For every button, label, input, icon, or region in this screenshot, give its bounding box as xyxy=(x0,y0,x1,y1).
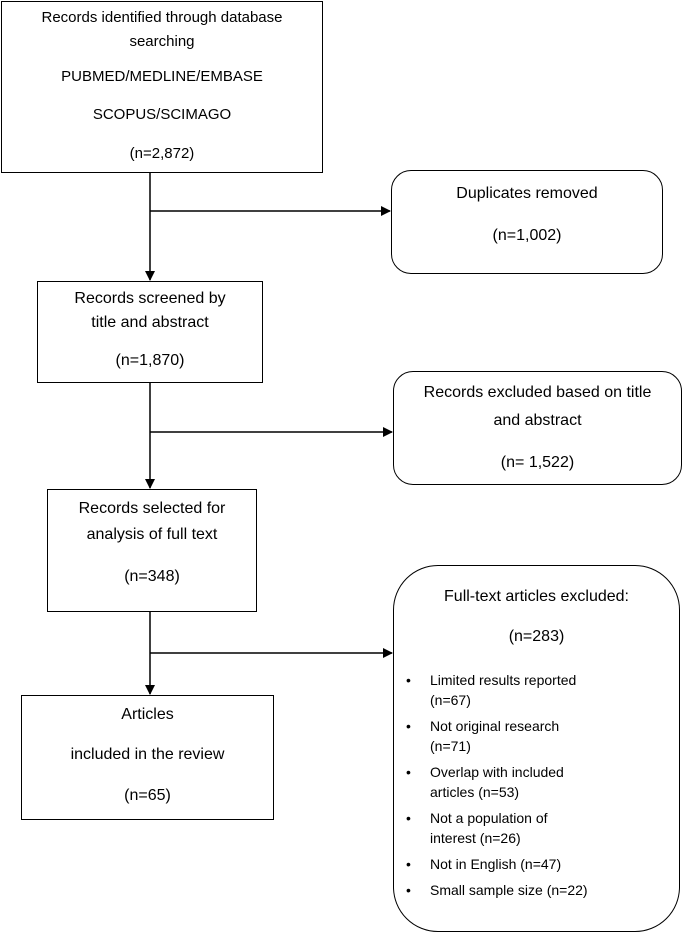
screened-count: (n=1,870) xyxy=(115,352,185,369)
fulltext-excluded-box: Full-text articles excluded: (n=283) •Li… xyxy=(393,565,680,932)
fulltext-box: Records selected for analysis of full te… xyxy=(47,489,257,612)
identification-line2: searching xyxy=(129,33,195,50)
exclusion-reason: •Limited results reported(n=67) xyxy=(406,672,577,708)
identification-box: Records identified through database sear… xyxy=(1,1,323,173)
duplicates-box: Duplicates removed (n=1,002) xyxy=(391,170,663,274)
duplicates-count: (n=1,002) xyxy=(492,227,562,244)
fulltext-excluded-title: Full-text articles excluded: xyxy=(444,588,629,605)
exclusion-reasons-list: •Limited results reported(n=67) •Not ori… xyxy=(406,670,670,906)
included-line1: Articles xyxy=(121,706,174,723)
excluded-title-count: (n= 1,522) xyxy=(500,454,575,471)
excluded-title-box: Records excluded based on title and abst… xyxy=(393,371,682,485)
fulltext-line2: analysis of full text xyxy=(86,526,218,543)
bullet-icon: • xyxy=(406,718,411,734)
included-line2: included in the review xyxy=(70,746,225,763)
identification-databases-1: PUBMED/MEDLINE/EMBASE xyxy=(61,68,263,85)
included-box: Articles included in the review (n=65) xyxy=(21,695,274,820)
fulltext-count: (n=348) xyxy=(124,568,180,585)
bullet-icon: • xyxy=(406,856,411,872)
screened-box: Records screened by title and abstract (… xyxy=(37,281,263,383)
excluded-title-line2: and abstract xyxy=(493,412,582,429)
exclusion-reason: •Not in English (n=47) xyxy=(406,856,562,872)
fulltext-excluded-count: (n=283) xyxy=(508,628,565,645)
bullet-icon: • xyxy=(406,764,411,780)
identification-databases-2: SCOPUS/SCIMAGO xyxy=(92,106,232,123)
duplicates-label: Duplicates removed xyxy=(456,185,598,202)
bullet-icon: • xyxy=(406,882,411,898)
exclusion-reason: •Small sample size (n=22) xyxy=(406,882,588,898)
bullet-icon: • xyxy=(406,810,411,826)
screened-line1: Records screened by xyxy=(74,290,226,307)
bullet-icon: • xyxy=(406,672,411,688)
fulltext-line1: Records selected for xyxy=(78,500,226,517)
exclusion-reason: •Not original research(n=71) xyxy=(406,718,560,754)
included-count: (n=65) xyxy=(124,787,171,804)
identification-count: (n=2,872) xyxy=(129,145,195,162)
screened-line2: title and abstract xyxy=(91,314,209,331)
identification-line1: Records identified through database xyxy=(41,9,283,26)
excluded-title-line1: Records excluded based on title xyxy=(423,384,652,401)
